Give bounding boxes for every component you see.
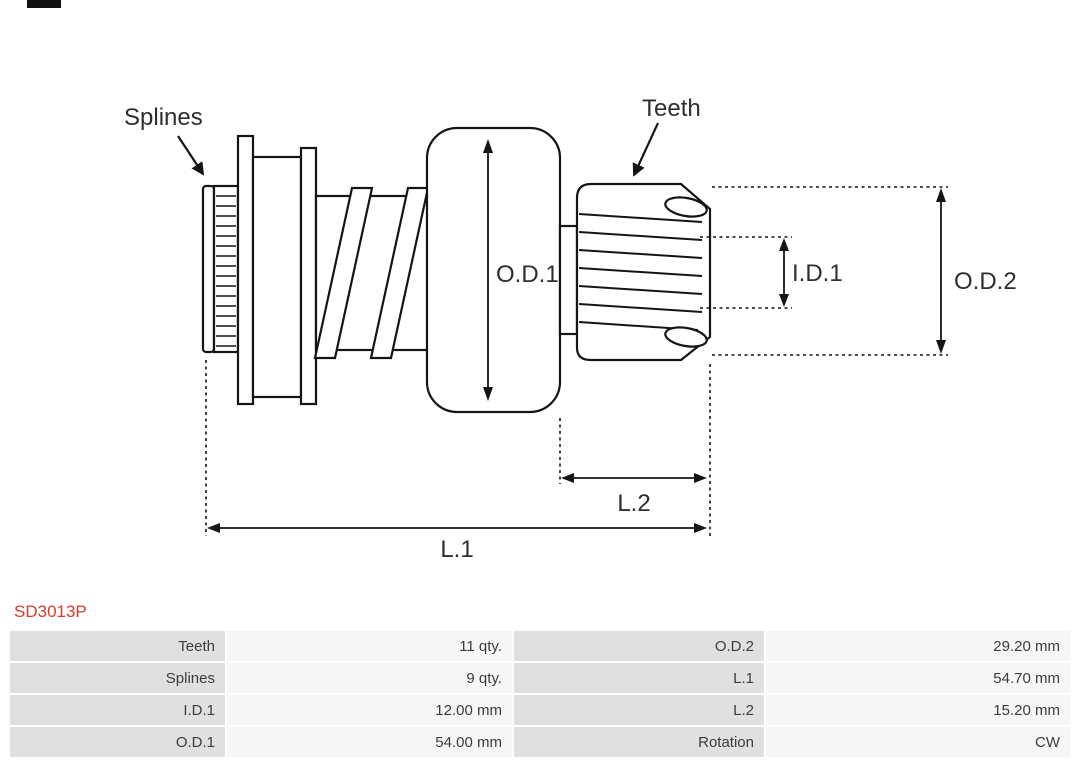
l1-label: L.1 <box>440 536 473 563</box>
spec-row: Splines 9 qty. L.1 54.70 mm <box>10 663 1070 693</box>
spec-label: O.D.2 <box>514 631 764 661</box>
tooth-end <box>664 196 708 218</box>
spec-value: 9 qty. <box>227 663 512 693</box>
od2-label: O.D.2 <box>954 268 1017 295</box>
tooth-end <box>664 326 708 348</box>
spec-row: O.D.1 54.00 mm Rotation CW <box>10 727 1070 757</box>
spec-label: Rotation <box>514 727 764 757</box>
od1-dimension-arrow <box>483 139 493 401</box>
teeth-label: Teeth <box>642 95 701 122</box>
spec-label: I.D.1 <box>10 695 225 725</box>
spec-value: CW <box>766 727 1070 757</box>
pinion-gear <box>575 182 712 362</box>
spec-value: 12.00 mm <box>227 695 512 725</box>
od1-label: O.D.1 <box>496 261 559 288</box>
part-number: SD3013P <box>14 602 87 621</box>
spec-value: 54.00 mm <box>227 727 512 757</box>
spec-row: Teeth 11 qty. O.D.2 29.20 mm <box>10 631 1070 661</box>
spec-label: O.D.1 <box>10 727 225 757</box>
spec-value: 11 qty. <box>227 631 512 661</box>
technical-diagram: Splines Teeth O.D.1 I.D.1 O.D.2 L.2 L.1 <box>124 95 1017 563</box>
flange-assembly <box>236 134 318 406</box>
l2-dimension-arrow <box>561 473 707 483</box>
spring-shaft <box>313 186 430 360</box>
splines-leader-arrow <box>177 135 205 176</box>
spring-coil <box>313 186 374 360</box>
spec-label: Splines <box>10 663 225 693</box>
spec-value: 54.70 mm <box>766 663 1070 693</box>
id1-label: I.D.1 <box>792 260 843 287</box>
spec-label: L.1 <box>514 663 764 693</box>
spec-value: 15.20 mm <box>766 695 1070 725</box>
specs-table: Teeth 11 qty. O.D.2 29.20 mm Splines 9 q… <box>8 629 1072 759</box>
neck <box>558 224 579 336</box>
splined-shaft <box>201 184 240 354</box>
od2-dimension-arrow <box>936 188 946 354</box>
spring-coil <box>369 186 430 360</box>
teeth-leader-arrow <box>632 122 659 177</box>
spec-label: Teeth <box>10 631 225 661</box>
splines-label: Splines <box>124 104 203 131</box>
extension-lines <box>205 186 948 536</box>
id1-dimension-arrow <box>779 238 789 307</box>
l2-label: L.2 <box>617 490 650 517</box>
l1-dimension-arrow <box>207 523 707 533</box>
top-left-mark <box>27 0 61 8</box>
spec-label: L.2 <box>514 695 764 725</box>
spec-value: 29.20 mm <box>766 631 1070 661</box>
spec-row: I.D.1 12.00 mm L.2 15.20 mm <box>10 695 1070 725</box>
